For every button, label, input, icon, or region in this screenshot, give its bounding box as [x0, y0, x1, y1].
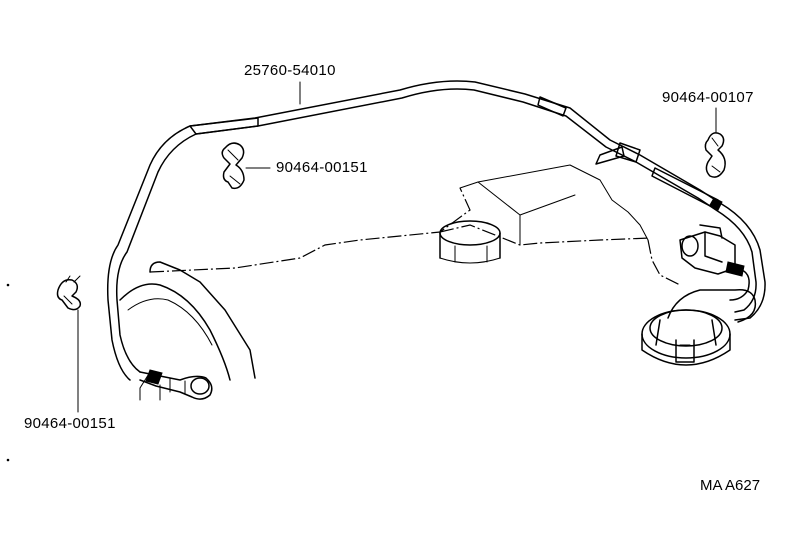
part-number-label: 25760-54010	[244, 62, 336, 79]
part-number-label: 90464-00107	[662, 89, 754, 106]
registration-marks	[6, 283, 10, 462]
vacuum-valve-assembly	[641, 224, 757, 366]
hose-left-connector	[139, 369, 213, 400]
clip-icon	[704, 132, 726, 178]
clip-icon	[56, 275, 82, 311]
part-number-label: 90464-00151	[24, 415, 116, 432]
part-number-label: 90464-00151	[276, 159, 368, 176]
figure-reference: MA A627	[700, 477, 761, 494]
hose-25760-54010	[106, 80, 766, 381]
leader-lines	[77, 81, 717, 413]
engine-outline	[119, 164, 681, 401]
clip-icon	[221, 142, 245, 190]
